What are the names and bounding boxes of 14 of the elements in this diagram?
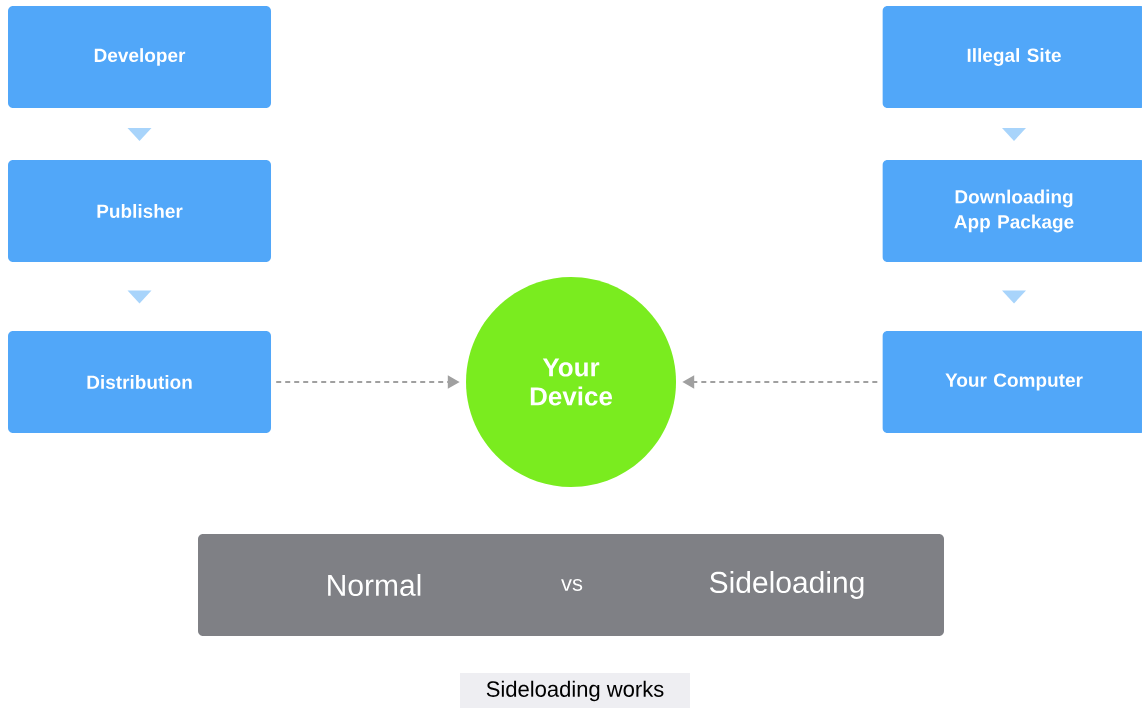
process-box: Illegal Site: [882, 6, 1142, 108]
bar-label: vs: [561, 579, 583, 591]
process-box: Developer: [8, 6, 271, 108]
process-box: Publisher: [8, 160, 271, 262]
bar-label: Sideloading: [709, 571, 864, 599]
process-box: Distribution: [8, 331, 271, 433]
chevron-arrow: [1002, 290, 1026, 304]
chevron-arrow: [127, 290, 152, 304]
chevron-arrow: [1002, 128, 1026, 141]
process-box: Downloading App Package: [882, 160, 1142, 262]
caption: Sideloading works: [460, 673, 690, 708]
bar-label: Normal: [328, 574, 421, 596]
chevron-arrow: [127, 128, 152, 141]
process-box: Your Computer: [882, 331, 1142, 433]
